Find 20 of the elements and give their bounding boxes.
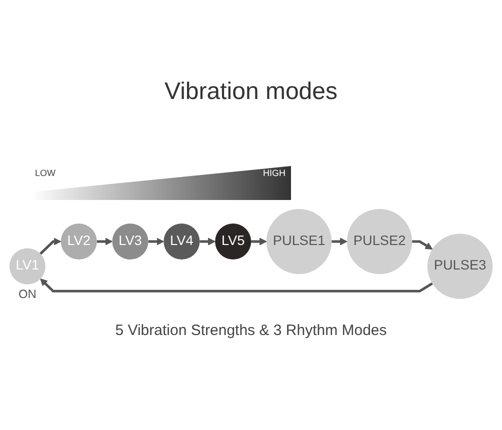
arrow — [412, 240, 433, 250]
title: Vibration modes — [164, 78, 338, 106]
caption: 5 Vibration Strengths & 3 Rhythm Modes — [115, 322, 387, 339]
scale-label: LOW — [35, 168, 56, 178]
node-circle: PULSE3 — [427, 234, 493, 299]
arrow — [148, 238, 164, 246]
arrow — [251, 238, 267, 246]
arrow — [332, 238, 348, 246]
node-caption: ON — [18, 287, 36, 301]
node-circle: PULSE2 — [346, 208, 412, 274]
arrow — [200, 238, 216, 246]
scale-label: HIGH — [263, 168, 286, 178]
arrow — [40, 278, 433, 292]
node-circle: LV3 — [112, 224, 148, 260]
node-circle: LV2 — [60, 224, 97, 260]
arrow — [40, 238, 62, 255]
node-circle: LV4 — [164, 224, 200, 260]
arrow — [96, 238, 113, 246]
node-circle: PULSE1 — [266, 208, 332, 274]
node-circle: LV5 — [215, 224, 252, 260]
